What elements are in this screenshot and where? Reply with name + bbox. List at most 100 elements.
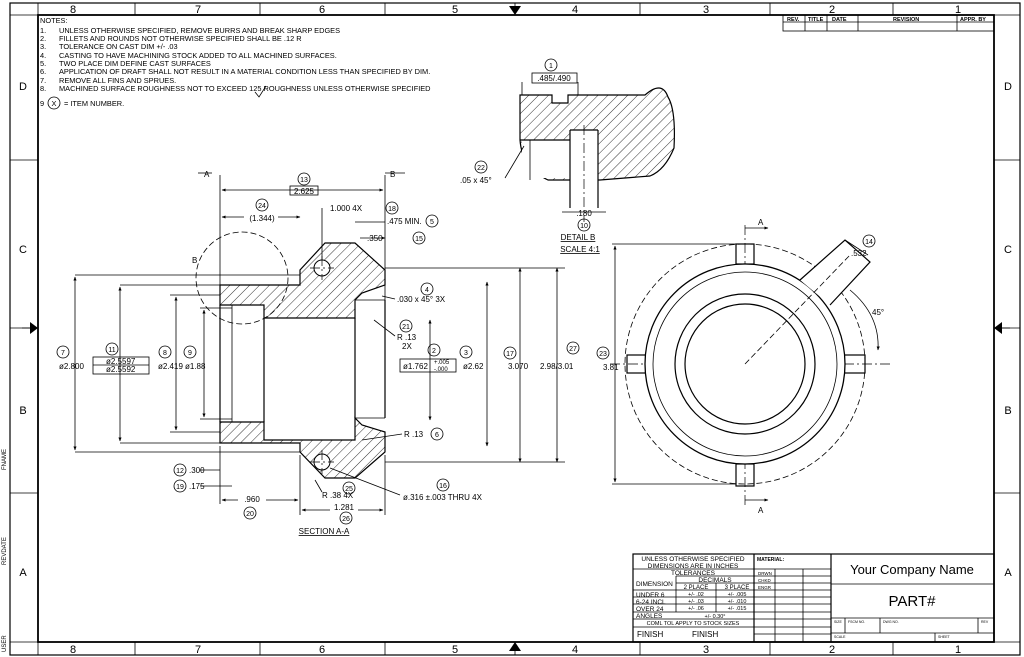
detail-b-callout-circle xyxy=(195,231,289,325)
zone-col-7-top: 7 xyxy=(195,4,201,16)
zone-row-a-left: A xyxy=(19,567,27,579)
note-line-8: MACHINED SURFACE ROUGHNESS NOT TO EXCEED… xyxy=(59,84,431,93)
tol-row-3-two: +/- .06 xyxy=(688,606,704,612)
note-num-3: 3. xyxy=(40,42,46,51)
zone-col-1-bottom: 1 xyxy=(955,644,961,656)
fscm-label: FSCM NO. xyxy=(848,620,865,624)
dim-2-625: 2.625 xyxy=(294,187,315,196)
dim-2-419: ø2.419 xyxy=(158,362,183,371)
zone-col-8-bottom: 8 xyxy=(70,644,76,656)
note-line-3: TOLERANCE ON CAST DIM +/- .03 xyxy=(59,42,178,51)
note-num-1: 1. xyxy=(40,26,46,35)
detail-b-label: DETAIL B xyxy=(561,233,596,242)
dim-485-490: .485/.490 xyxy=(537,74,571,83)
rev-label: REV xyxy=(981,620,989,624)
dim-05-chamfer: .05 x 45° xyxy=(460,176,492,185)
size-label: SIZE xyxy=(834,620,842,624)
tol-row-1-two: +/- .02 xyxy=(688,592,704,598)
dim-r38-4x: R .38 4X xyxy=(322,491,354,500)
tol-row-3-range: OVER 24 xyxy=(636,606,664,613)
front-view: .532 14 45° 3.81 23 A A xyxy=(596,218,890,515)
zone-row-c-left: C xyxy=(19,244,27,256)
zone-col-5-bottom: 5 xyxy=(452,644,458,656)
balloon-2: 2 xyxy=(432,348,436,355)
dimension-label: DIMENSION xyxy=(636,581,673,588)
balloon-5: 5 xyxy=(430,219,434,226)
balloon-3: 3 xyxy=(464,350,468,357)
note-line-6: APPLICATION OF DRAFT SHALL NOT RESULT IN… xyxy=(59,67,430,76)
rev-header-appr: APPR. BY xyxy=(960,17,986,23)
balloon-21: 21 xyxy=(402,324,410,331)
zone-col-4-bottom: 4 xyxy=(572,644,578,656)
balloon-9: 9 xyxy=(188,350,192,357)
zone-labels: 8 7 6 5 4 3 2 1 8 7 6 5 4 3 2 1 D C B A … xyxy=(2,4,1012,656)
section-body-lower xyxy=(219,416,386,479)
dim-316-thru: ø.316 ±.003 THRU 4X xyxy=(403,493,483,502)
item-note-symbol: X xyxy=(52,99,57,108)
company-name: Your Company Name xyxy=(850,562,974,577)
dim-2-800: ø2.800 xyxy=(59,362,84,371)
note-line-2: FILLETS AND ROUNDS NOT OTHERWISE SPECIFI… xyxy=(59,34,302,43)
note-num-4: 4. xyxy=(40,51,46,60)
dim-1-762: ø1.762 xyxy=(403,362,428,371)
balloon-19: 19 xyxy=(176,484,184,491)
decimals-label: DECIMALS xyxy=(698,577,732,584)
engr-label: ENGR xyxy=(758,585,772,590)
side-label-revdate: REVDATE xyxy=(2,537,8,565)
rev-header-rev: REV. xyxy=(787,17,800,23)
zone-col-3-bottom: 3 xyxy=(703,644,709,656)
balloon-24: 24 xyxy=(258,203,266,210)
dim-r13-2x-a: R .13 xyxy=(397,333,417,342)
balloon-10: 10 xyxy=(580,223,588,230)
zone-col-4-top: 4 xyxy=(572,4,578,16)
zone-col-6-top: 6 xyxy=(319,4,325,16)
balloon-6: 6 xyxy=(435,432,439,439)
dim-350: .350 xyxy=(367,234,383,243)
rev-header-revision: REVISION xyxy=(893,17,919,23)
dim-175: .175 xyxy=(189,482,205,491)
tol-row-2-three: +/- .010 xyxy=(728,599,747,605)
two-place-label: 2 PLACE xyxy=(684,585,709,591)
angles-value: +/- 0.30° xyxy=(704,614,725,620)
angles-label: ANGLES xyxy=(636,613,663,620)
rev-header-date: DATE xyxy=(832,17,847,23)
zone-col-8-top: 8 xyxy=(70,4,76,16)
tol-row-1-range: UNDER 6 xyxy=(636,592,665,599)
side-label-user: USER xyxy=(2,635,8,652)
zone-row-b-right: B xyxy=(1004,405,1011,417)
dim-r13-2x-b: 2X xyxy=(402,342,412,351)
general-tol-2: DIMENSIONS ARE IN INCHES xyxy=(648,563,739,570)
dim-300: .300 xyxy=(189,466,205,475)
balloon-14: 14 xyxy=(865,239,873,246)
note-num-7: 7. xyxy=(40,76,46,85)
balloon-12: 12 xyxy=(176,468,184,475)
coml-tol-note: COML TOL APPLY TO STOCK SIZES xyxy=(647,621,740,627)
zone-row-a-right: A xyxy=(1004,567,1012,579)
balloon-8: 8 xyxy=(163,350,167,357)
material-label: MATERIAL: xyxy=(757,557,784,563)
front-cut-a-top: A xyxy=(758,218,764,227)
zone-col-5-top: 5 xyxy=(452,4,458,16)
dim-r13-lower: R .13 xyxy=(404,430,424,439)
finish-value: FINISH xyxy=(692,630,718,639)
dim-180: .180 xyxy=(576,209,592,218)
cut-plane-a-label: A xyxy=(204,170,210,179)
note-num-5: 5. xyxy=(40,59,46,68)
balloon-22: 22 xyxy=(477,165,485,172)
general-tol-1: UNLESS OTHERWISE SPECIFIED xyxy=(641,556,744,563)
balloon-27: 27 xyxy=(569,346,577,353)
zone-col-2-bottom: 2 xyxy=(829,644,835,656)
zone-row-d-right: D xyxy=(1004,81,1012,93)
dim-960: .960 xyxy=(244,495,260,504)
dim-1-762-tol-minus: -.000 xyxy=(434,367,448,373)
balloon-11: 11 xyxy=(108,347,115,354)
detail-b: .485/.490 1 .05 x 45° 22 .180 10 DETAIL … xyxy=(460,58,675,254)
zone-row-b-left: B xyxy=(19,405,26,417)
detail-b-callout-label: B xyxy=(192,256,197,265)
zone-col-6-bottom: 6 xyxy=(319,644,325,656)
dim-3-070: 3.070 xyxy=(508,362,529,371)
dim-2-62: ø2.62 xyxy=(463,362,484,371)
zone-row-c-right: C xyxy=(1004,244,1012,256)
tol-row-3-three: +/- .015 xyxy=(728,606,747,612)
